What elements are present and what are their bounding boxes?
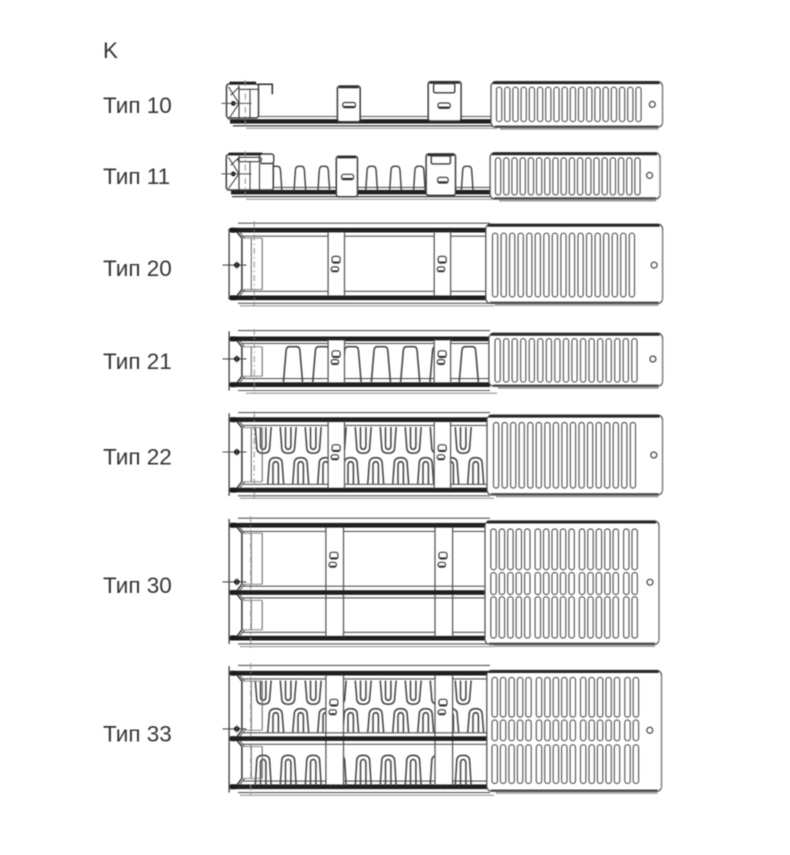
svg-text:Тип 10: Тип 10: [103, 93, 172, 118]
svg-text:Тип 30: Тип 30: [103, 573, 172, 598]
svg-text:Тип 20: Тип 20: [103, 256, 172, 281]
svg-text:Тип 11: Тип 11: [103, 164, 170, 189]
svg-text:K: K: [103, 38, 118, 63]
svg-text:Тип 33: Тип 33: [103, 722, 172, 747]
svg-text:Тип 21: Тип 21: [103, 349, 172, 374]
svg-text:Тип 22: Тип 22: [103, 445, 172, 470]
